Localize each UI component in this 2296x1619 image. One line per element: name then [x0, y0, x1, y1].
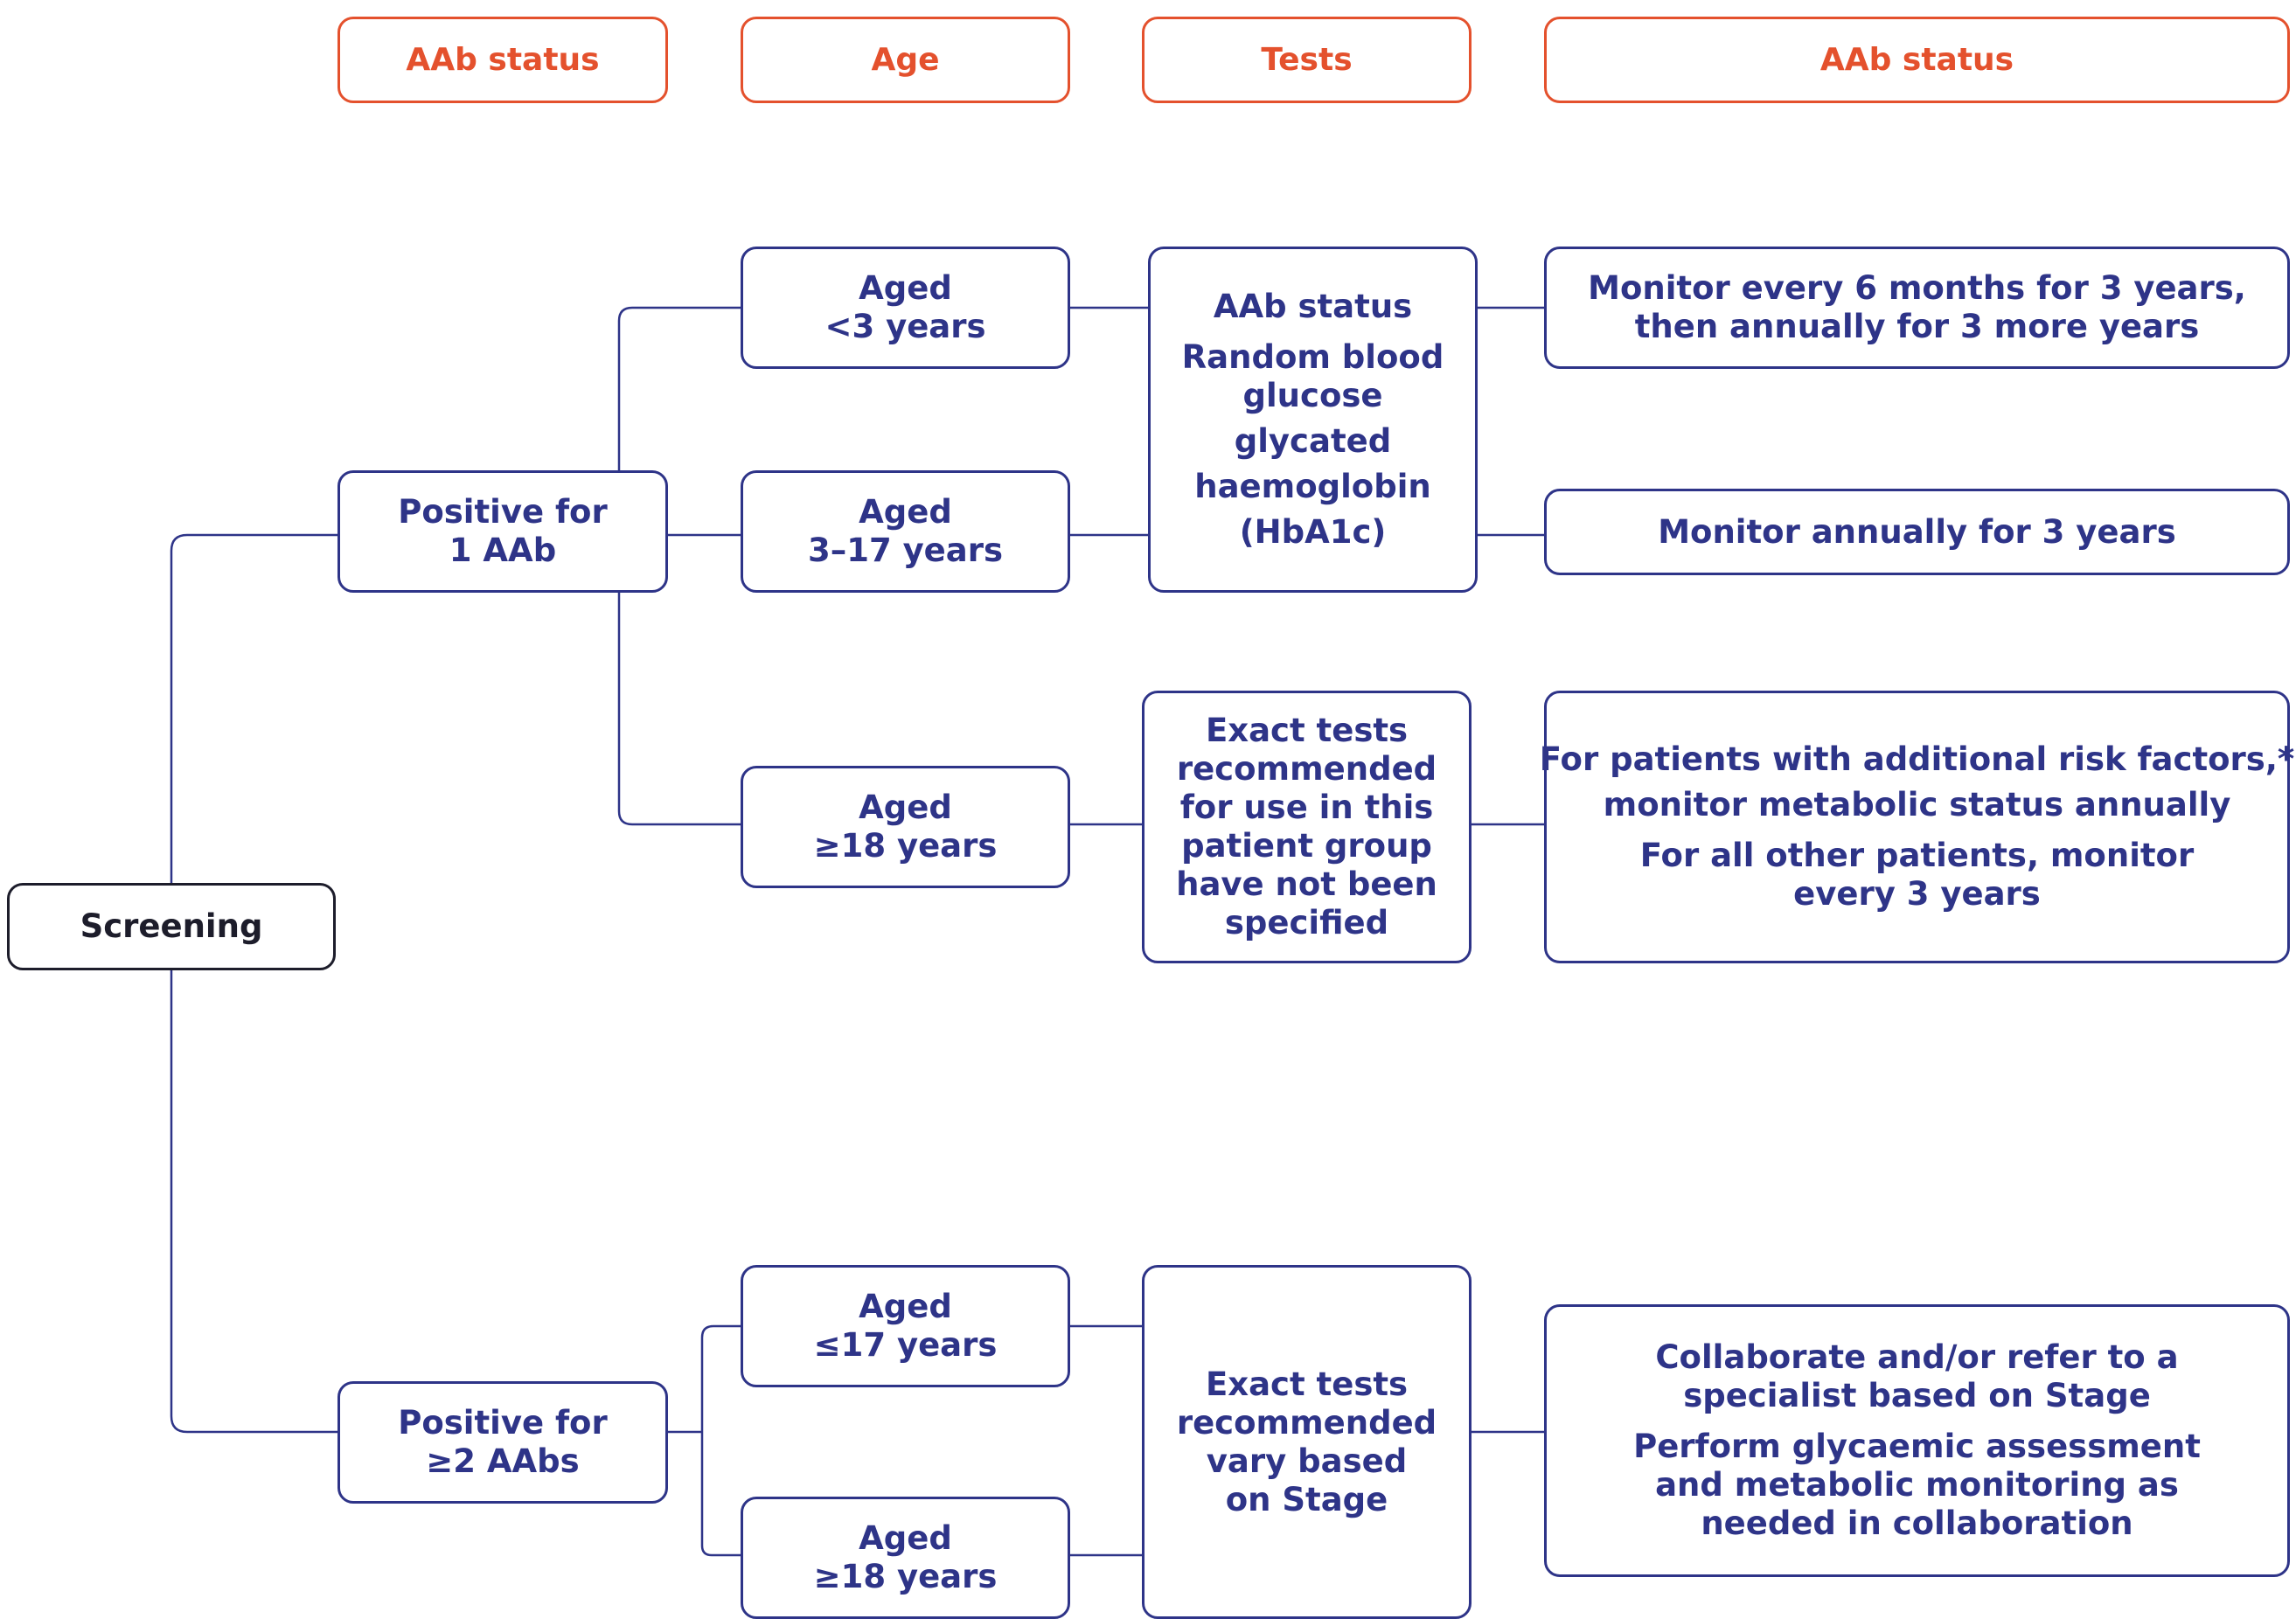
- age-17-or-under-node: Aged≤17 years: [741, 1265, 1070, 1387]
- header-tests: Tests: [1142, 17, 1472, 103]
- tests-aab-glucose-hba1c-node: AAb status Random blood glucose glycated…: [1148, 247, 1478, 593]
- monitor-annually-node: Monitor annually for 3 years: [1544, 489, 2290, 575]
- monitor-risk-factors-node: For patients with additional risk factor…: [1540, 691, 2294, 963]
- connector-1aab-to-ge18: [617, 593, 741, 826]
- connector-screening-to-2aabs: [170, 970, 337, 1434]
- positive-2-aabs-node: Positive for≥2 AAbs: [337, 1381, 668, 1504]
- header-aab-status: AAb status: [337, 17, 668, 103]
- screening-node: Screening: [7, 883, 336, 970]
- connector-1aab-to-lt3: [617, 306, 741, 470]
- monitor-6-months-node: Monitor every 6 months for 3 years,then …: [1544, 247, 2290, 369]
- age-under-3-node: Aged<3 years: [741, 247, 1070, 369]
- header-age: Age: [741, 17, 1070, 103]
- age-18-plus-stage-node: Aged≥18 years: [741, 1497, 1070, 1619]
- connector-2aabs-to-ge18: [700, 1543, 741, 1557]
- connector-screening-to-1aab: [170, 533, 337, 883]
- header-aab-status-monitoring: AAb status: [1544, 17, 2290, 103]
- age-18-plus-node: Aged≥18 years: [741, 766, 1070, 888]
- connector-2aabs-to-le17: [700, 1324, 741, 1543]
